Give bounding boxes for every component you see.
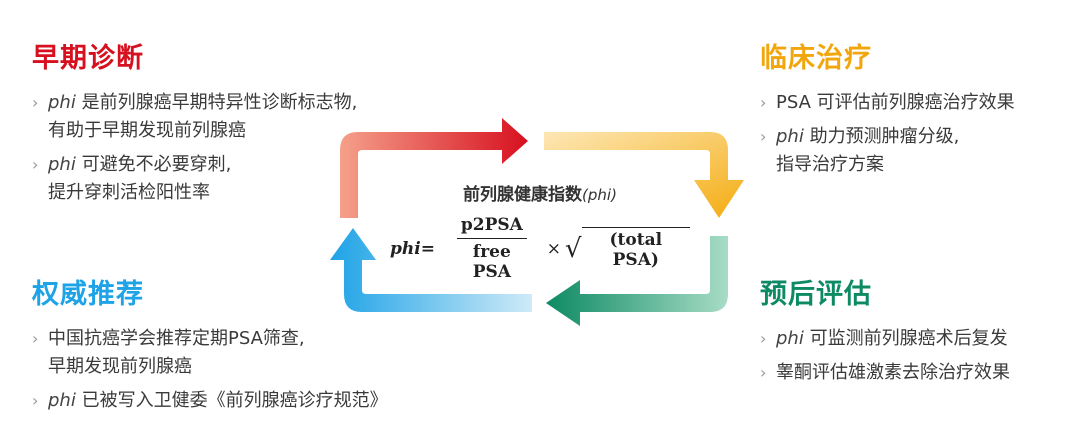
list-item-line: 早期发现前列腺癌 xyxy=(48,353,388,381)
formula-expression: phi= p2PSA free PSA × √ (total PSA) xyxy=(390,215,690,282)
list-item: › phi 是前列腺癌早期特异性诊断标志物, 有助于早期发现前列腺癌 xyxy=(32,89,357,145)
list-item-line: 提升穿刺活检阳性率 xyxy=(48,179,357,207)
list-item-text: 有助于早期发现前列腺癌 xyxy=(48,120,246,141)
formula-fraction: p2PSA free PSA xyxy=(447,215,537,282)
list-item-line: 有助于早期发现前列腺癌 xyxy=(48,117,357,145)
formula-sqrt: √ (total PSA) xyxy=(565,227,690,270)
list-item-text: 是前列腺癌早期特异性诊断标志物, xyxy=(75,92,358,113)
formula-lhs: phi= xyxy=(390,238,435,259)
phi-formula: 前列腺健康指数(phi) phi= p2PSA free PSA × √ (to… xyxy=(390,180,690,282)
formula-title-text: 前列腺健康指数 xyxy=(463,185,583,205)
arrow-right-orange xyxy=(544,132,744,218)
phi-term: phi xyxy=(776,126,804,147)
list-item-text: 提升穿刺活检阳性率 xyxy=(48,182,210,203)
phi-term: phi xyxy=(776,328,804,349)
list-item-line: 中国抗癌学会推荐定期PSA筛查, xyxy=(48,325,388,353)
list-item: › phi 助力预测肿瘤分级, 指导治疗方案 xyxy=(760,123,1015,179)
list-item-text: 已被写入卫健委《前列腺癌诊疗规范》 xyxy=(75,390,388,411)
list-item-line: PSA 可评估前列腺癌治疗效果 xyxy=(776,89,1015,117)
list-item-line: 指导治疗方案 xyxy=(776,151,1015,179)
chevron-right-icon: › xyxy=(760,363,767,382)
list-item-line: phi 已被写入卫健委《前列腺癌诊疗规范》 xyxy=(48,387,388,415)
formula-numerator: p2PSA xyxy=(456,215,527,239)
chevron-right-icon: › xyxy=(760,329,767,348)
phi-term: phi xyxy=(48,154,76,175)
quadrant-list: › 中国抗癌学会推荐定期PSA筛查, 早期发现前列腺癌 › phi 已被写入卫健委《前列… xyxy=(32,325,388,415)
formula-title-em: (phi) xyxy=(582,186,617,204)
list-item: › phi 可监测前列腺癌术后复发 xyxy=(760,325,1010,353)
list-item-text: 助力预测肿瘤分级, xyxy=(803,126,960,147)
formula-sqrt-content: (total PSA) xyxy=(581,227,690,270)
list-item-line: phi 是前列腺癌早期特异性诊断标志物, xyxy=(48,89,357,117)
quadrant-list: › phi 可监测前列腺癌术后复发 › 睾酮评估雄激素去除治疗效果 xyxy=(760,325,1010,387)
chevron-right-icon: › xyxy=(32,93,39,112)
formula-title: 前列腺健康指数(phi) xyxy=(390,180,690,205)
quadrant-clinical-treatment: 临床治疗 › PSA 可评估前列腺癌治疗效果 › phi 助力预测肿瘤分级, 指导治疗方… xyxy=(760,36,1015,185)
sqrt-icon: √ xyxy=(565,233,582,264)
formula-denominator: free PSA xyxy=(472,242,511,282)
formula-times: × xyxy=(546,238,562,259)
list-item-text: 早期发现前列腺癌 xyxy=(48,356,192,377)
list-item-text: PSA 可评估前列腺癌治疗效果 xyxy=(776,92,1015,113)
list-item-text: 睾酮评估雄激素去除治疗效果 xyxy=(776,362,1010,383)
list-item-text: 可避免不必要穿刺, xyxy=(75,154,232,175)
list-item-line: phi 可避免不必要穿刺, xyxy=(48,151,357,179)
quadrant-list: › phi 是前列腺癌早期特异性诊断标志物, 有助于早期发现前列腺癌 › phi 可避免… xyxy=(32,89,357,207)
list-item-line: 睾酮评估雄激素去除治疗效果 xyxy=(776,359,1010,387)
quadrant-title: 早期诊断 xyxy=(32,43,144,74)
quadrant-prognosis: 预后评估 › phi 可监测前列腺癌术后复发 › 睾酮评估雄激素去除治疗效果 xyxy=(760,272,1010,393)
list-item: › PSA 可评估前列腺癌治疗效果 xyxy=(760,89,1015,117)
arrow-top-red xyxy=(340,118,528,218)
quadrant-title: 权威推荐 xyxy=(32,279,144,310)
chevron-right-icon: › xyxy=(32,391,39,410)
list-item: › 中国抗癌学会推荐定期PSA筛查, 早期发现前列腺癌 xyxy=(32,325,388,381)
chevron-right-icon: › xyxy=(32,329,39,348)
list-item: › phi 可避免不必要穿刺, 提升穿刺活检阳性率 xyxy=(32,151,357,207)
chevron-right-icon: › xyxy=(760,127,767,146)
chevron-right-icon: › xyxy=(32,155,39,174)
quadrant-early-diagnosis: 早期诊断 › phi 是前列腺癌早期特异性诊断标志物, 有助于早期发现前列腺癌 › ph… xyxy=(32,36,357,213)
quadrant-title: 预后评估 xyxy=(760,279,872,310)
quadrant-authority: 权威推荐 › 中国抗癌学会推荐定期PSA筛查, 早期发现前列腺癌 › phi 已被写入卫… xyxy=(32,272,388,421)
list-item: › phi 已被写入卫健委《前列腺癌诊疗规范》 xyxy=(32,387,388,415)
quadrant-title: 临床治疗 xyxy=(760,43,872,74)
arrow-left-blue xyxy=(330,228,532,312)
phi-term: phi xyxy=(48,92,76,113)
list-item-text: 中国抗癌学会推荐定期PSA筛查, xyxy=(48,328,305,349)
quadrant-list: › PSA 可评估前列腺癌治疗效果 › phi 助力预测肿瘤分级, 指导治疗方案 xyxy=(760,89,1015,179)
phi-term: phi xyxy=(48,390,76,411)
arrow-bottom-green xyxy=(546,236,728,326)
chevron-right-icon: › xyxy=(760,93,767,112)
list-item-line: phi 可监测前列腺癌术后复发 xyxy=(776,325,1010,353)
list-item: › 睾酮评估雄激素去除治疗效果 xyxy=(760,359,1010,387)
list-item-text: 可监测前列腺癌术后复发 xyxy=(803,328,1008,349)
list-item-line: phi 助力预测肿瘤分级, xyxy=(776,123,1015,151)
list-item-text: 指导治疗方案 xyxy=(776,154,884,175)
cycle-arrows-diagram xyxy=(330,118,744,326)
